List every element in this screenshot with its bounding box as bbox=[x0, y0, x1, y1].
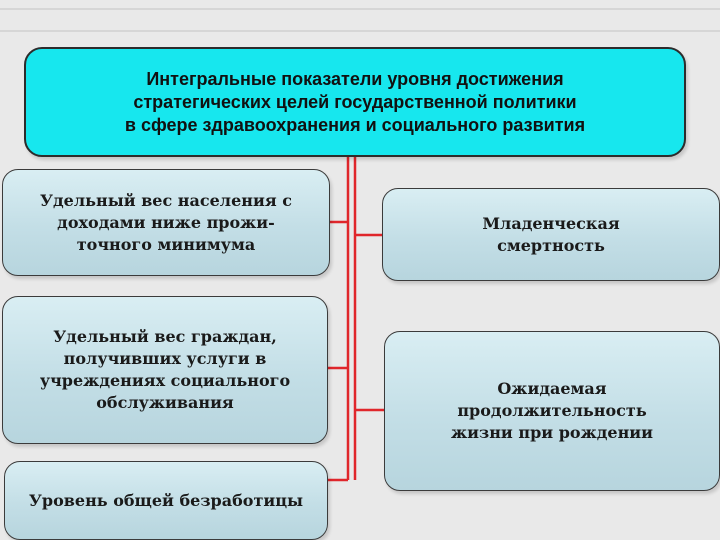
indicator-box-unemployment: Уровень общей безработицы bbox=[4, 461, 328, 540]
indicator-box-social-services-share: Удельный вес граждан, получивших услуги … bbox=[2, 296, 328, 444]
title-text: Интегральные показатели уровня достижени… bbox=[124, 68, 586, 135]
indicator-label: Ожидаемая продолжительность жизни при ро… bbox=[450, 379, 654, 442]
background-stripe bbox=[0, 30, 720, 32]
indicator-label: Удельный вес населения с доходами ниже п… bbox=[40, 190, 292, 254]
indicator-box-poverty-share: Удельный вес населения с доходами ниже п… bbox=[2, 169, 330, 276]
indicator-label: Младенческая смертность bbox=[482, 213, 620, 255]
title-box: Интегральные показатели уровня достижени… bbox=[24, 47, 686, 157]
indicator-label: Удельный вес граждан, получивших услуги … bbox=[39, 327, 291, 412]
background-stripe bbox=[0, 8, 720, 10]
indicator-box-life-expectancy: Ожидаемая продолжительность жизни при ро… bbox=[384, 331, 720, 491]
indicator-label: Уровень общей безработицы bbox=[28, 490, 304, 510]
indicator-box-infant-mortality: Младенческая смертность bbox=[382, 188, 720, 281]
